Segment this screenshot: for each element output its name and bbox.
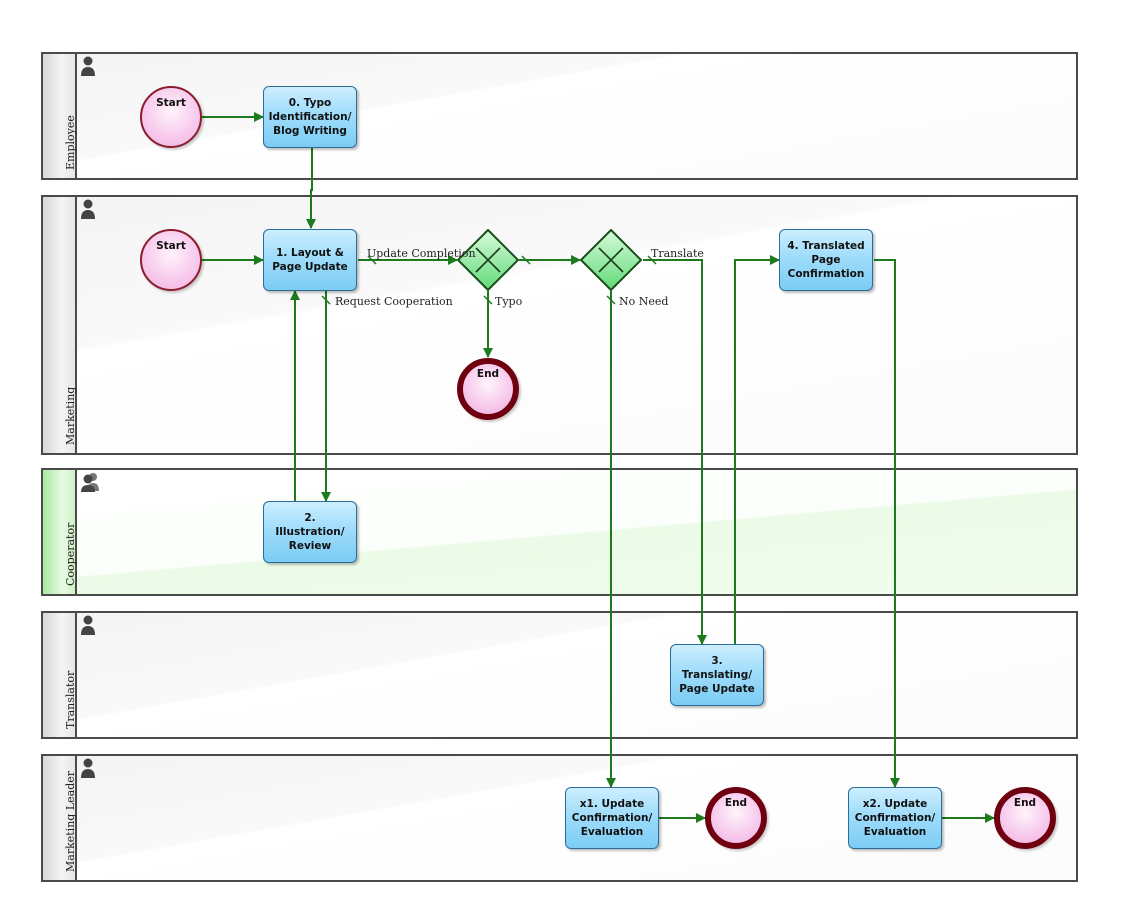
flow-tick: [483, 295, 493, 305]
group-icon: [81, 473, 99, 492]
event-label: End: [476, 368, 500, 380]
lane-header[interactable]: [43, 197, 77, 453]
task-label: 4. Translated Page Confirmation: [787, 240, 865, 280]
flow-tick: [321, 295, 331, 305]
person-icon: [81, 56, 95, 76]
task-label: 3. Translating/ Page Update: [679, 655, 755, 695]
task-label: 2. Illustration/ Review: [275, 512, 345, 552]
task-3-translating[interactable]: 3. Translating/ Page Update: [670, 644, 764, 706]
event-label: End: [724, 797, 748, 809]
lane-cooperator: Cooperator: [41, 468, 1078, 596]
task-x1-update-confirmation[interactable]: x1. Update Confirmation/ Evaluation: [565, 787, 659, 849]
flow-t3-to-t4[interactable]: [734, 255, 780, 644]
flow-label-no-need: No Need: [619, 295, 669, 308]
lane-translator: Translator: [41, 611, 1078, 739]
flow-label-request-cooperation: Request Cooperation: [335, 295, 453, 308]
task-2-illustration-review[interactable]: 2. Illustration/ Review: [263, 501, 357, 563]
lane-body: [77, 470, 1076, 594]
task-label: x2. Update Confirmation/ Evaluation: [854, 798, 936, 838]
flow-tick: [367, 255, 377, 265]
flow-tick: [606, 295, 616, 305]
end-event-x1[interactable]: End: [705, 787, 767, 849]
x-marker-icon: [475, 247, 501, 273]
flow-label-translate: Translate: [651, 247, 704, 260]
lane-body: [77, 613, 1076, 737]
flow-label-typo: Typo: [495, 295, 523, 308]
flow-translate[interactable]: [643, 259, 707, 645]
event-label: Start: [156, 97, 186, 109]
lane-marketing: Marketing: [41, 195, 1078, 455]
event-label: End: [1013, 797, 1037, 809]
x-marker-icon: [598, 247, 624, 273]
task-label: 1. Layout & Page Update: [272, 247, 348, 273]
person-icon: [81, 758, 95, 778]
end-event-typo[interactable]: End: [457, 358, 519, 420]
person-icon: [81, 199, 95, 219]
task-x2-update-confirmation[interactable]: x2. Update Confirmation/ Evaluation: [848, 787, 942, 849]
flow-t0-to-t1[interactable]: [306, 148, 316, 229]
flow-t4-to-x2[interactable]: [874, 259, 900, 788]
task-1-layout-page-update[interactable]: 1. Layout & Page Update: [263, 229, 357, 291]
lane-header[interactable]: [43, 54, 77, 178]
lane-header[interactable]: [43, 613, 77, 737]
task-label: 0. Typo Identification/ Blog Writing: [268, 97, 352, 137]
lane-header[interactable]: [43, 756, 77, 880]
lane-body: [77, 197, 1076, 453]
task-0-typo-identification[interactable]: 0. Typo Identification/ Blog Writing: [263, 86, 357, 148]
start-event-employee[interactable]: Start: [140, 86, 202, 148]
task-4-translated-confirmation[interactable]: 4. Translated Page Confirmation: [779, 229, 873, 291]
start-event-marketing[interactable]: Start: [140, 229, 202, 291]
flow-tick: [647, 255, 657, 265]
person-icon: [81, 615, 95, 635]
gateway-translate-check[interactable]: [580, 229, 642, 291]
gateway-update-check[interactable]: [457, 229, 519, 291]
event-label: Start: [156, 240, 186, 252]
flow-tick: [521, 255, 531, 265]
end-event-x2[interactable]: End: [994, 787, 1056, 849]
task-label: x1. Update Confirmation/ Evaluation: [571, 798, 653, 838]
flow-label-update-completion: Update Completion: [367, 247, 476, 260]
lane-header[interactable]: [43, 470, 77, 594]
